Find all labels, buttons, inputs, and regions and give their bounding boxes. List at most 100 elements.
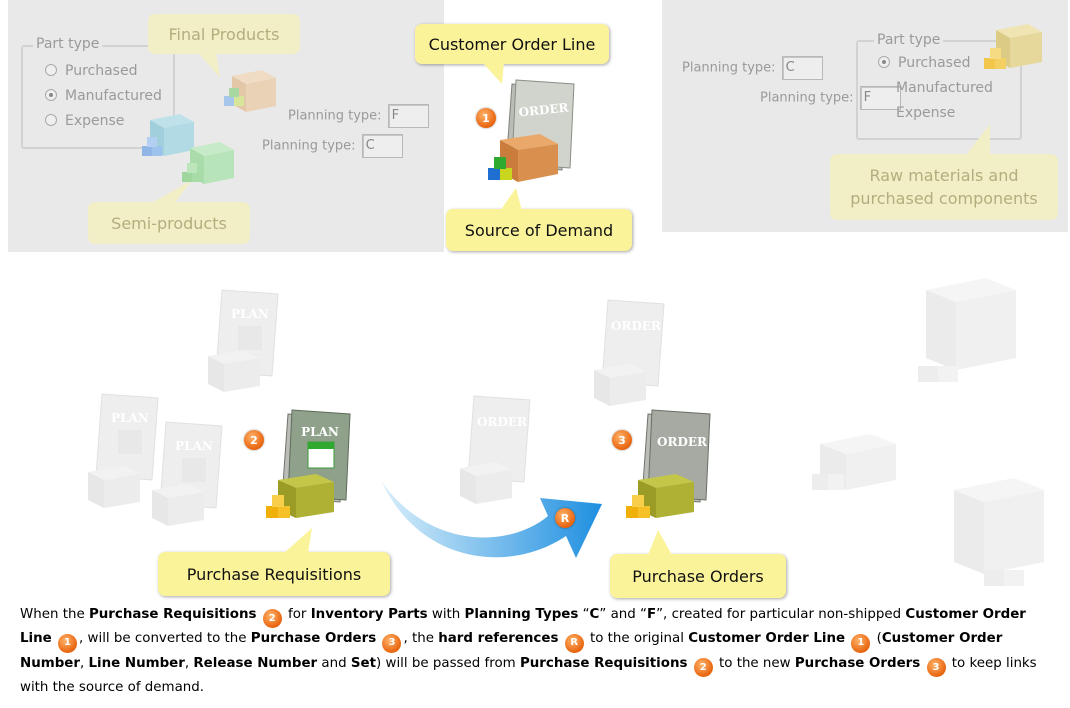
caption-bold: Purchase Requisitions xyxy=(519,655,688,671)
radio-icon xyxy=(45,114,57,126)
field-value: F xyxy=(859,86,901,110)
caption-text: ” and “ xyxy=(599,607,647,622)
faded-boxes-icon xyxy=(812,434,896,490)
source-of-demand-callout-tail xyxy=(500,188,522,211)
purchase-requisitions-callout: Purchase Requisitions xyxy=(158,552,390,596)
caption-text: to the new xyxy=(714,655,795,671)
caption-bold: Line Number xyxy=(88,655,185,671)
field-label: Planning type: xyxy=(288,108,382,124)
faded-order-document-icon: ORDER xyxy=(460,395,531,504)
radio-label: Purchased xyxy=(898,55,971,71)
badge-1-icon: 1 xyxy=(58,633,78,653)
caption-text: for xyxy=(283,607,311,622)
purchase-order-badge: 3 xyxy=(612,430,632,450)
final-products-callout-tail xyxy=(198,52,220,78)
caption-bold: Customer Order Number xyxy=(20,631,1003,671)
purchase-orders-callout: Purchase Orders xyxy=(610,554,786,598)
caption-text: , xyxy=(79,655,89,671)
field-value: C xyxy=(361,134,403,158)
source-of-demand-callout: Source of Demand xyxy=(446,209,632,251)
caption-text: “ xyxy=(578,607,590,622)
raw-materials-callout-tail xyxy=(966,124,990,155)
customer-order-line-callout: Customer Order Line xyxy=(415,24,609,64)
caption-bold: Purchase Orders xyxy=(250,631,377,647)
faded-plan-document-icon: PLAN xyxy=(88,393,159,508)
caption-text: to keep links with the source of demand. xyxy=(20,655,1037,695)
curved-arrow-icon xyxy=(382,482,602,558)
radio-icon xyxy=(45,64,57,76)
field-label: Planning type: xyxy=(760,90,854,106)
planning-type-c-field: Planning type: C xyxy=(682,56,823,80)
radio-purchased: Purchased xyxy=(878,55,970,71)
callout-text: Purchase Requisitions xyxy=(186,564,362,584)
order-doc-text: ORDER xyxy=(657,435,708,449)
semi-products-callout-tail xyxy=(150,180,192,204)
part-type-legend: Part type xyxy=(874,32,944,48)
caption-bold: Customer Order Line xyxy=(688,631,846,647)
final-products-callout: Final Products xyxy=(148,14,300,54)
radio-selected-icon xyxy=(878,56,890,68)
hard-reference-badge: R xyxy=(555,508,575,528)
caption-bold: F xyxy=(646,607,657,622)
customer-order-line-callout-tail xyxy=(482,62,504,84)
caption-text: When the xyxy=(20,607,89,622)
caption-text: to the original xyxy=(585,631,689,647)
caption-bold: Purchase Orders xyxy=(794,655,921,671)
faded-pallet-boxes-icon xyxy=(918,278,1016,382)
final-product-box-icon xyxy=(224,70,276,112)
planning-type-f-field: Planning type: F xyxy=(760,86,901,110)
badge-text: 1 xyxy=(482,111,490,125)
badge-1-icon: 1 xyxy=(851,633,871,653)
plan-document-icon: PLAN xyxy=(266,409,351,518)
field-label: Planning type: xyxy=(682,60,776,76)
faded-order-document-icon: ORDER xyxy=(594,299,665,406)
callout-text: Customer Order Line xyxy=(428,34,596,54)
radio-purchased: Purchased xyxy=(45,63,137,79)
caption-text: , the xyxy=(403,631,439,647)
purchase-requisitions-callout-tail xyxy=(284,528,312,553)
caption-bold: Planning Types xyxy=(464,607,579,622)
caption-text: , will be converted to the xyxy=(79,631,251,647)
planning-type-f-field: Planning type:F xyxy=(288,104,429,128)
field-value: C xyxy=(781,56,823,80)
semi-products-callout: Semi-products xyxy=(88,202,250,244)
radio-selected-icon xyxy=(45,89,57,101)
badge-text: 3 xyxy=(618,433,626,447)
callout-text: Purchase Orders xyxy=(632,566,764,586)
badge-r-icon: R xyxy=(564,633,584,653)
requisition-badge: 2 xyxy=(244,430,264,450)
order-document-icon: ORDER xyxy=(488,79,575,182)
semi-product-box-blue-icon xyxy=(142,114,194,156)
radio-expense: Expense xyxy=(896,105,955,121)
radio-manufactured: Manufactured xyxy=(896,80,993,96)
caption-bold: C xyxy=(589,607,600,622)
order-doc-text: ORDER xyxy=(611,319,662,333)
caption-text: ”, created for particular non-shipped xyxy=(656,607,906,622)
planning-type-c-field: Planning type: C xyxy=(262,134,403,158)
faded-pallet-boxes-icon xyxy=(954,478,1044,586)
callout-text: Final Products xyxy=(168,24,280,44)
badge-text: 2 xyxy=(250,433,258,447)
caption-text: with xyxy=(427,607,465,622)
plan-doc-text: PLAN xyxy=(175,439,213,453)
caption-text: ( xyxy=(872,631,882,647)
badge-2-icon: 2 xyxy=(693,657,713,677)
caption-bold: Release Number xyxy=(193,655,318,671)
caption-bold: hard references xyxy=(438,631,559,647)
radio-label: Expense xyxy=(65,113,125,129)
badge-3-icon: 3 xyxy=(926,657,946,677)
badge-3-icon: 3 xyxy=(382,633,402,653)
caption-text: and xyxy=(317,655,351,671)
semi-product-box-green-icon xyxy=(182,142,234,184)
faded-plan-document-icon: PLAN xyxy=(152,421,223,526)
field-label: Planning type: xyxy=(262,138,356,154)
radio-expense: Expense xyxy=(45,113,124,129)
caption-text: ) will be passed from xyxy=(376,655,520,671)
order-line-badge: 1 xyxy=(476,108,496,128)
caption-bold: Customer Order Line xyxy=(20,607,1026,647)
order-document-icon: ORDER xyxy=(626,409,711,518)
caption-bold: Set xyxy=(350,655,377,671)
purchased-component-box-icon xyxy=(984,24,1042,69)
caption-text: , xyxy=(184,655,194,671)
callout-text: Source of Demand xyxy=(464,220,614,240)
